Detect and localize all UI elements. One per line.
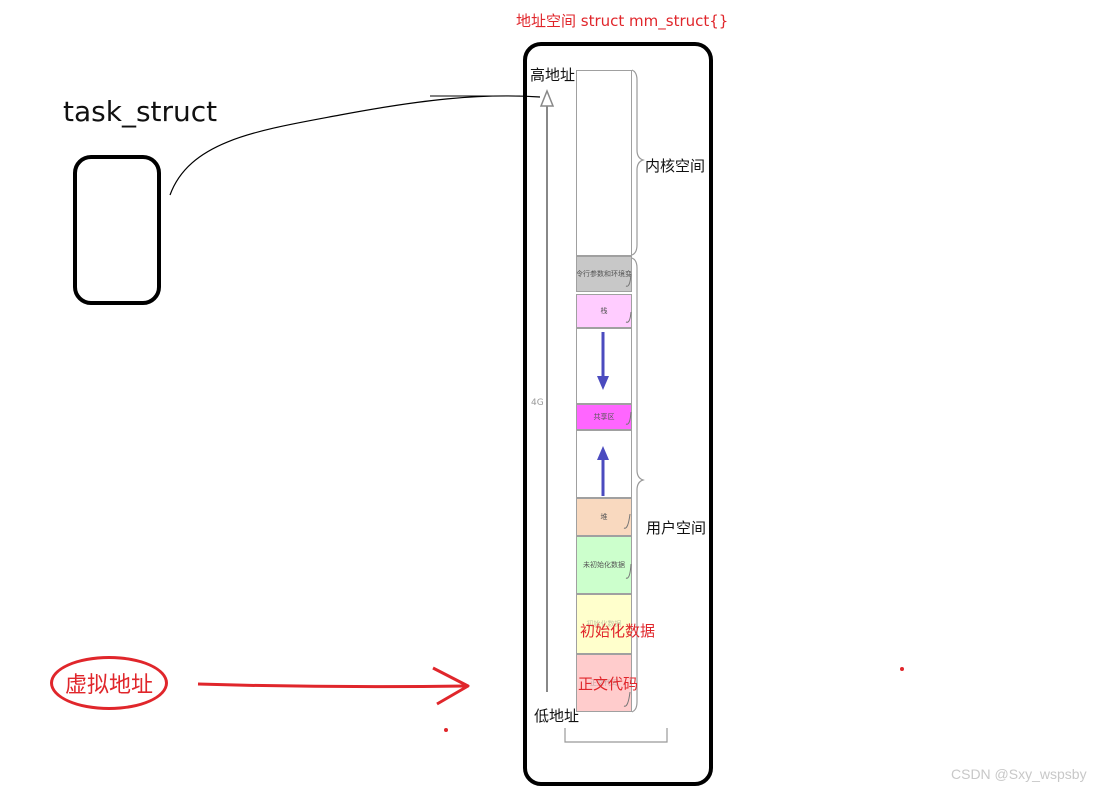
- segment-tick: [625, 311, 632, 323]
- shared-region-segment: 共享区: [576, 404, 632, 430]
- task-to-address-space-connector: [169, 95, 541, 196]
- segment-tick: [623, 513, 631, 529]
- text-segment-text: 正文代码: [590, 679, 618, 687]
- segment-tick: [623, 691, 631, 707]
- virtual-address-arrow-line: [197, 682, 466, 689]
- red-dot: [444, 728, 448, 732]
- shared-region-text: 共享区: [593, 413, 615, 421]
- kernel-space-label: 内核空间: [645, 157, 706, 175]
- task-struct-box: [73, 155, 161, 305]
- initialized-data-segment: 初始化数据: [576, 594, 632, 654]
- kernel-segment: [576, 70, 632, 256]
- heap-growth-arrow-head: [597, 446, 609, 460]
- kernel-space-brace: [631, 69, 645, 256]
- virtual-address-label: 虚拟地址: [50, 656, 168, 710]
- watermark: CSDN @Sxy_wspsby: [951, 766, 1087, 782]
- user-space-brace: [631, 257, 645, 713]
- text-code-label: 正文代码: [578, 675, 639, 693]
- initialized-data-text: 初始化数据: [586, 620, 622, 628]
- address-range-arrow-head: [539, 88, 555, 107]
- red-dot: [900, 667, 904, 671]
- stack-segment: 栈: [576, 294, 632, 328]
- cmdline-env-segment: 命令行参数和环境变量: [576, 256, 632, 292]
- heap-segment: 堆: [576, 498, 632, 536]
- size-label: 4G: [531, 398, 544, 408]
- segment-tick: [625, 563, 632, 579]
- segment-tick: [625, 411, 632, 425]
- task-struct-label: task_struct: [63, 95, 218, 128]
- address-space-title: 地址空间 struct mm_struct{}: [516, 12, 729, 30]
- stack-growth-arrow-head: [597, 376, 609, 390]
- low-address-label: 低地址: [534, 707, 580, 725]
- heap-text: 堆: [600, 513, 608, 521]
- uninitialized-data-text: 未初始化数据: [583, 561, 625, 569]
- address-space-frame: [523, 42, 713, 786]
- user-space-label: 用户空间: [646, 519, 707, 537]
- cmdline-env-text: 命令行参数和环境变量: [576, 270, 632, 278]
- high-address-label: 高地址: [530, 66, 576, 84]
- uninitialized-data-segment: 未初始化数据: [576, 536, 632, 594]
- bottom-bracket: [564, 728, 668, 743]
- stack-gap: [576, 328, 632, 404]
- text-segment: 正文代码: [576, 654, 632, 712]
- virtual-address-arrow-head: [432, 666, 470, 706]
- initialized-data-label: 初始化数据: [580, 622, 656, 640]
- stack-text: 栈: [600, 307, 608, 315]
- segment-tick: [625, 273, 632, 287]
